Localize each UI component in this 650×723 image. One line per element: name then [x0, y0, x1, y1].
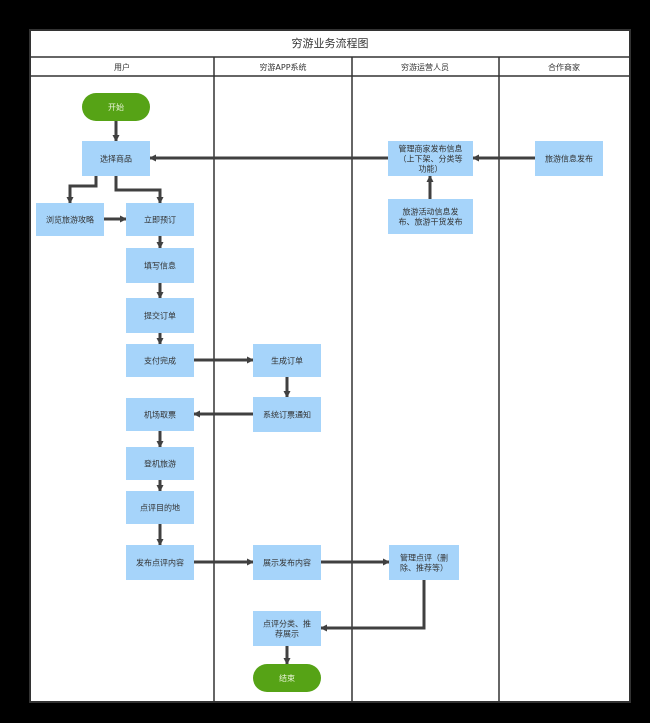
node-browse: 浏览旅游攻略	[36, 203, 104, 236]
node-shape-board	[126, 447, 194, 480]
node-label-post: 发布点评内容	[136, 558, 184, 568]
node-label-activity: 旅游活动信息发	[403, 207, 459, 217]
node-label-start: 开始	[108, 102, 124, 112]
node-label-notify: 系统订票通知	[263, 410, 311, 420]
node-submit: 提交订单	[126, 298, 194, 333]
node-manage_review: 管理点评（删除、推荐等）	[389, 545, 459, 580]
node-shape-manage_review	[389, 545, 459, 580]
node-show: 展示发布内容	[253, 545, 321, 580]
node-shape-fill	[126, 248, 194, 283]
node-post: 发布点评内容	[126, 545, 194, 580]
node-label-classify: 点评分类、推	[263, 619, 311, 629]
node-label-manage_info: 功能）	[419, 164, 443, 174]
node-partner_post: 旅游信息发布	[535, 141, 603, 176]
edge-manage_review-to-classify	[320, 580, 426, 632]
node-label-book: 立即预订	[144, 215, 176, 225]
node-shape-ticket	[126, 398, 194, 431]
node-shape-book	[126, 203, 194, 236]
node-ticket: 机场取票	[126, 398, 194, 431]
node-shape-gen	[253, 344, 321, 377]
node-review: 点评目的地	[126, 491, 194, 524]
node-shape-end	[253, 664, 321, 692]
node-label-partner_post: 旅游信息发布	[545, 154, 593, 164]
lane-header-user: 用户	[114, 62, 130, 72]
node-label-ticket: 机场取票	[144, 410, 176, 420]
node-shape-manage_info	[388, 141, 473, 176]
node-shape-partner_post	[535, 141, 603, 176]
node-shape-start	[82, 93, 150, 121]
node-label-show: 展示发布内容	[263, 558, 311, 568]
lane-header-app: 穷游APP系统	[259, 62, 306, 72]
node-notify: 系统订票通知	[253, 397, 321, 432]
node-pay: 支付完成	[126, 344, 194, 377]
edge-choose-to-browse	[66, 176, 98, 204]
node-label-choose: 选择商品	[100, 154, 132, 164]
node-shape-notify	[253, 397, 321, 432]
node-label-fill: 填写信息	[144, 261, 176, 271]
node-shape-show	[253, 545, 321, 580]
node-label-submit: 提交订单	[144, 311, 176, 321]
node-shape-choose	[82, 141, 150, 176]
node-label-manage_info: （上下架、分类等	[399, 154, 463, 164]
node-label-classify: 荐展示	[275, 629, 299, 639]
node-label-review: 点评目的地	[140, 503, 180, 513]
node-label-pay: 支付完成	[144, 356, 176, 366]
node-shape-pay	[126, 344, 194, 377]
node-shape-post	[126, 545, 194, 580]
node-start: 开始	[82, 93, 150, 121]
node-shape-submit	[126, 298, 194, 333]
node-label-browse: 浏览旅游攻略	[46, 215, 94, 225]
node-shape-browse	[36, 203, 104, 236]
node-shape-activity	[388, 199, 473, 234]
diagram-frame	[29, 29, 631, 703]
lane-header-ops: 穷游运营人员	[401, 62, 449, 72]
node-label-manage_review: 除、推荐等）	[400, 563, 448, 573]
node-choose: 选择商品	[82, 141, 150, 176]
node-label-end: 结束	[279, 673, 295, 683]
node-shape-review	[126, 491, 194, 524]
lane-header-partner: 合作商家	[548, 62, 580, 72]
node-board: 登机旅游	[126, 447, 194, 480]
node-end: 结束	[253, 664, 321, 692]
node-label-manage_review: 管理点评（删	[400, 553, 448, 563]
edge-choose-to-book	[114, 176, 164, 204]
diagram-title: 穷游业务流程图	[292, 36, 369, 50]
node-label-gen: 生成订单	[271, 356, 303, 366]
edge-layer	[66, 121, 535, 665]
node-label-board: 登机旅游	[144, 459, 176, 469]
node-label-manage_info: 管理商家发布信息	[399, 144, 463, 154]
node-fill: 填写信息	[126, 248, 194, 283]
node-gen: 生成订单	[253, 344, 321, 377]
node-book: 立即预订	[126, 203, 194, 236]
node-label-activity: 布、旅游干货发布	[399, 217, 463, 227]
node-shape-classify	[253, 611, 321, 646]
